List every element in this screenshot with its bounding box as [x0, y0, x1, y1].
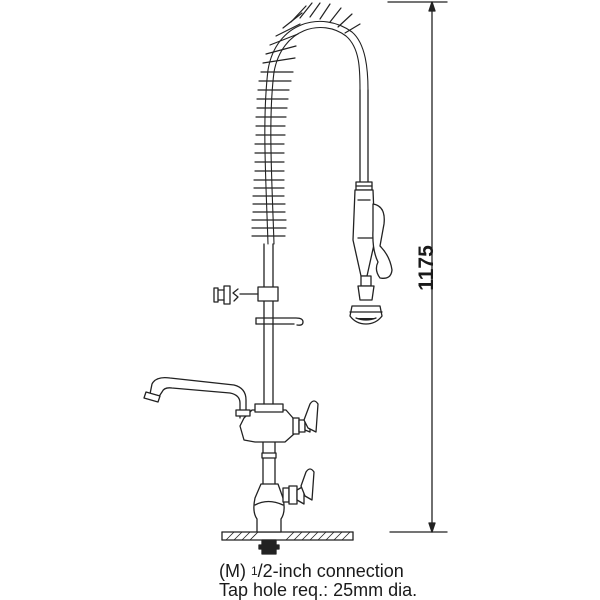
wall-bracket: [213, 285, 279, 305]
countertop: [221, 531, 354, 541]
spray-head: [349, 305, 383, 325]
base-lever-handle: [300, 468, 315, 501]
spray-holder-hook: [255, 317, 304, 326]
coil-spring: [251, 2, 369, 245]
flexible-hose: [359, 89, 369, 183]
faucet-mid-body: [239, 400, 319, 454]
tap-hole-caption: Tap hole req.: 25mm dia.: [219, 580, 418, 600]
connection-fraction-numerator: 1: [250, 564, 258, 578]
swing-spout: [143, 376, 251, 419]
connection-prefix: (M): [219, 561, 251, 581]
height-dimension-label: 1175: [415, 245, 438, 291]
mid-lever-handle: [303, 400, 319, 433]
dimension-line: [387, 1, 448, 533]
connection-caption: (M) 1/2-inch connection: [219, 561, 404, 583]
spray-trigger-handle: [372, 203, 393, 279]
connection-suffix: /2-inch connection: [257, 561, 404, 581]
spout-outlet: [143, 391, 161, 403]
spray-valve: [349, 181, 393, 325]
faucet-base: [253, 452, 315, 533]
threaded-connection: [258, 539, 280, 555]
